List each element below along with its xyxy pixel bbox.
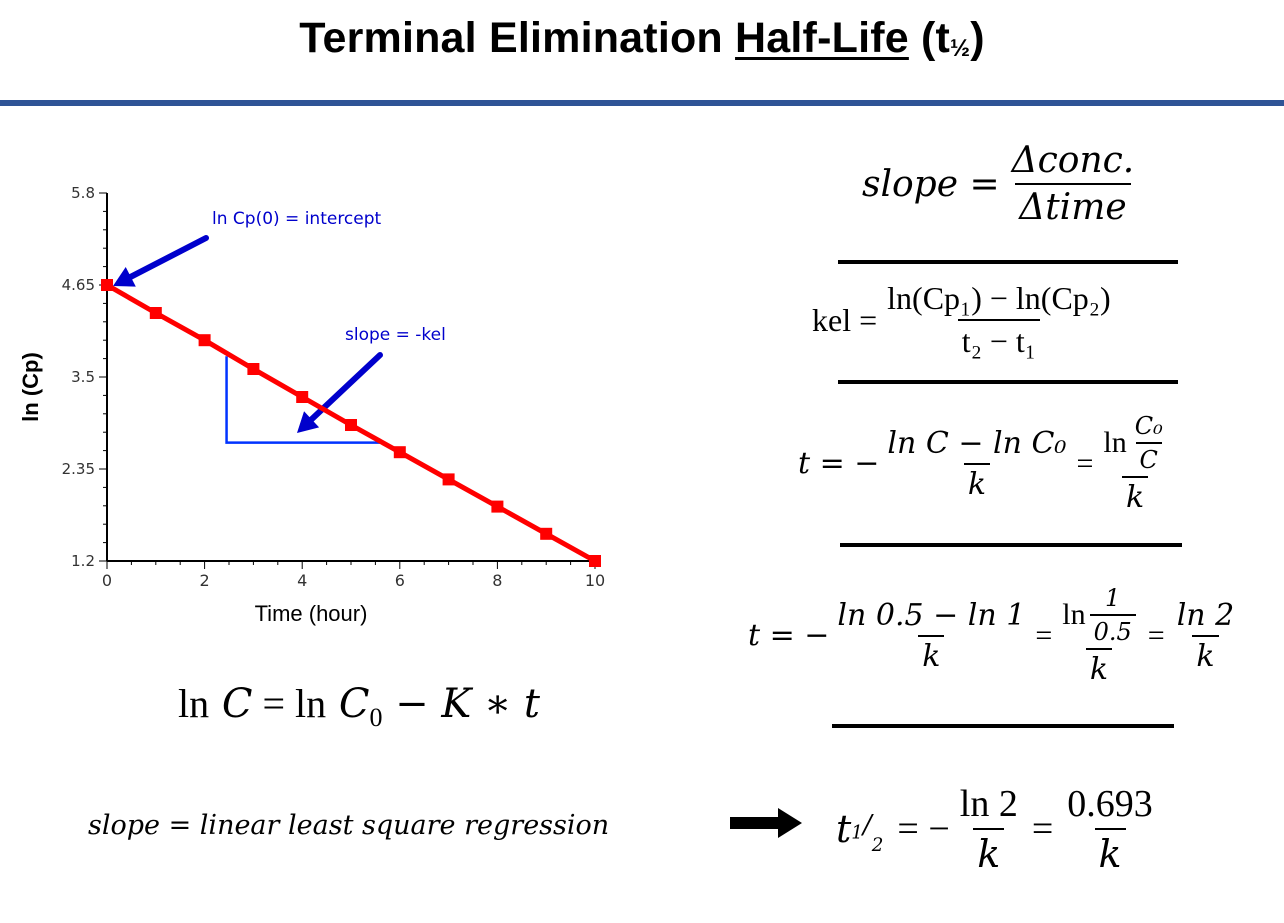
equation-kel: kel = ln(Cp₁) − ln(Cp₂)t₂ − t₁: [812, 280, 1115, 360]
y-tick-label: 2.35: [62, 460, 95, 478]
eq3-inner-den: C: [1135, 442, 1162, 474]
slope-triangle: [225, 356, 381, 444]
eq4-equals1: =: [1035, 618, 1053, 652]
eq5-denominator2: k: [1094, 828, 1126, 876]
data-point: [198, 334, 211, 347]
y-axis-label: ln (Cp): [18, 352, 43, 422]
eq4-lhs: t = −: [748, 618, 830, 653]
x-tick-label: 10: [585, 571, 605, 590]
eq4-numerator3: ln 2: [1176, 597, 1235, 633]
data-point: [491, 500, 504, 513]
data-point: [101, 279, 113, 291]
arrow-head: [113, 267, 136, 287]
x-tick-label: 8: [492, 571, 502, 590]
eq4-denominator2: k: [1085, 648, 1113, 687]
right-arrow-icon: [730, 808, 802, 838]
eq4-ln: ln: [1062, 598, 1086, 631]
eq4-denominator3: k: [1192, 634, 1219, 674]
eq5-sub-top: 1: [851, 822, 863, 844]
title-text: Terminal Elimination: [299, 14, 736, 62]
eq5-sub-bottom: 2: [871, 834, 884, 856]
eq5-numerator2: 0.693: [1067, 783, 1153, 825]
divider-1: [838, 260, 1178, 264]
eq3-inner-num: C₀: [1134, 412, 1163, 440]
data-point: [345, 419, 357, 431]
eq5-equals: =: [1031, 808, 1054, 850]
page-title: Terminal Elimination Half-Life (t½): [0, 14, 1284, 63]
title-text-paren: (t: [908, 14, 951, 62]
eq1-denominator: Δtime: [1015, 183, 1131, 228]
arrow-shaft: [127, 235, 209, 280]
annotation-intercept: ln Cp(0) = intercept: [212, 209, 382, 229]
eq3-denominator2: k: [1121, 476, 1149, 515]
data-point: [589, 555, 601, 567]
eq-c0: C: [338, 681, 370, 727]
slope-regression-note: slope = linear least square regression: [88, 810, 610, 841]
annotation-slope: slope = -kel: [345, 325, 446, 345]
slope-arrow: [297, 352, 383, 433]
eq2-lhs: kel =: [812, 301, 878, 338]
arrow-head: [297, 411, 320, 433]
y-tick-label: 1.2: [71, 552, 95, 570]
eq1-numerator: Δconc.: [1011, 140, 1135, 181]
x-tick-label: 6: [395, 571, 405, 590]
eq-ln: ln: [178, 681, 210, 726]
divider-2: [838, 380, 1178, 384]
eq4-denominator1: k: [918, 634, 945, 674]
eq5-denominator1: k: [973, 828, 1005, 876]
y-tick-label: 4.65: [62, 276, 95, 294]
equation-ln-c: ln C = ln C0 − K ∗ t: [178, 680, 540, 733]
x-tick-label: 0: [102, 571, 112, 590]
title-divider: [0, 100, 1284, 106]
title-subscript: ½: [950, 35, 971, 62]
title-underlined-text: Half-Life: [735, 14, 909, 62]
data-point: [247, 363, 260, 375]
eq2-denominator: t₂ − t₁: [957, 319, 1040, 360]
eq-equals: =: [252, 681, 296, 726]
eq3-equals: =: [1076, 446, 1094, 480]
chart-annotations: ln Cp(0) = intercept slope = -kel: [113, 209, 446, 444]
equation-slope: slope = Δconc.Δtime: [862, 140, 1138, 228]
eq5-t: t: [836, 807, 852, 851]
y-tick-label: 5.8: [71, 184, 95, 202]
eq5-numerator1: ln 2: [959, 783, 1018, 825]
eq4-numerator1: ln 0.5 − ln 1: [837, 597, 1026, 633]
eq4-equals2: =: [1147, 618, 1165, 652]
eq1-lhs: slope =: [862, 163, 1000, 205]
y-tick-label: 3.5: [71, 368, 95, 386]
eq4-inner-den: 0.5: [1089, 614, 1136, 646]
chart-series: [101, 279, 601, 567]
title-text-close: ): [970, 14, 985, 62]
eq-rest: − K ∗ t: [382, 681, 540, 727]
eq-ln2: ln: [295, 681, 327, 726]
eq4-inner-num: 1: [1105, 584, 1121, 612]
eq3-numerator1: ln C − ln C₀: [887, 425, 1067, 461]
eq3-lhs: t = −: [798, 446, 880, 481]
x-axis-label: Time (hour): [255, 601, 368, 626]
divider-3: [840, 543, 1182, 547]
data-point: [296, 391, 309, 403]
divider-4: [832, 724, 1174, 728]
data-point: [393, 446, 406, 459]
eq2-numerator: ln(Cp₁) − ln(Cp₂): [887, 280, 1111, 316]
eq5-equals-minus: = −: [897, 808, 950, 850]
x-tick-label: 4: [297, 571, 307, 590]
eq3-ln: ln: [1103, 426, 1127, 459]
intercept-arrow: [113, 235, 209, 287]
data-point: [540, 527, 553, 540]
x-tick-label: 2: [200, 571, 210, 590]
eq-c0-sub: 0: [369, 703, 383, 732]
data-point: [442, 473, 455, 486]
data-point: [149, 307, 162, 319]
eq3-denominator1: k: [963, 462, 991, 502]
eq-c: C: [221, 681, 253, 727]
